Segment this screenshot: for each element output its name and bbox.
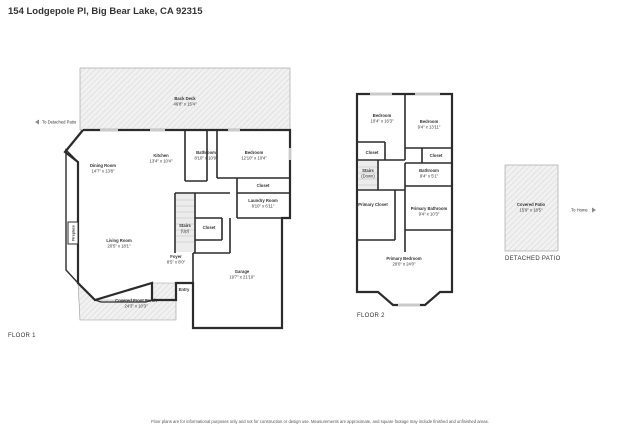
disclaimer-footer: Floor plans are for informational purpos… — [151, 419, 489, 424]
room-stairs-up: Stairs — [179, 223, 191, 228]
room-porch: Covered Front Porch — [115, 298, 157, 303]
floor-2-label: FLOOR 2 — [357, 313, 385, 319]
room-covered-patio: Covered Patio — [517, 202, 546, 207]
room-bedroom-3: Bedroom — [420, 119, 439, 124]
covered-patio-area — [504, 164, 559, 252]
floor-2-plan — [355, 92, 454, 307]
room-bathroom-1-dims: 8'10" x 10'9" — [195, 156, 218, 161]
property-address: 154 Lodgepole Pl, Big Bear Lake, CA 9231… — [8, 6, 203, 17]
fireplace-block — [67, 221, 79, 245]
room-stairs-up-sub: (Up) — [181, 229, 190, 234]
room-garage-dims: 19'7" x 21'10" — [229, 275, 255, 280]
room-laundry: Laundry Room — [248, 198, 278, 203]
room-entry: Entry — [179, 287, 190, 292]
room-stairs-down-sub: (Down) — [361, 174, 375, 179]
room-primary-bedroom: Primary Bedroom — [386, 256, 421, 261]
floor2-exterior-wall — [355, 92, 454, 307]
room-primary-closet: Primary Closet — [358, 202, 388, 207]
room-stairs-down: Stairs — [362, 168, 374, 173]
room-back-deck: Back Deck — [174, 96, 196, 101]
to-home-label: To Home — [571, 208, 588, 213]
detached-patio-label: DETACHED PATIO — [505, 256, 561, 262]
room-closet-2: Closet — [203, 225, 216, 230]
room-closet-1: Closet — [257, 183, 270, 188]
room-foyer-dims: 8'5" x 8'0" — [167, 260, 186, 265]
room-bedroom-1: Bedroom — [245, 150, 264, 155]
arrow-to-detached-patio: To Detached Patio — [35, 119, 77, 125]
room-bathroom-1: Bathroom — [196, 150, 216, 155]
room-fireplace: Fireplace — [72, 225, 76, 241]
room-bathroom-2: Bathroom — [419, 168, 439, 173]
bay-window-west — [65, 148, 79, 284]
room-closet-3: Closet — [366, 150, 379, 155]
room-garage: Garage — [235, 269, 250, 274]
room-living-dims: 20'5" x 18'1" — [108, 244, 131, 249]
room-porch-dims: 24'3" x 10'3" — [125, 304, 148, 309]
floor-1-label: FLOOR 1 — [8, 333, 36, 339]
room-primary-bedroom-dims: 20'0" x 24'0" — [393, 262, 416, 267]
floor-1-plan — [63, 67, 292, 330]
room-dining: Dining Room — [90, 163, 116, 168]
back-deck-area — [79, 67, 291, 131]
room-bedroom-2: Bedroom — [373, 113, 392, 118]
room-bedroom-3-dims: 9'4" x 13'11" — [418, 125, 441, 130]
room-bedroom-2-dims: 10'4" x 16'3" — [371, 119, 394, 124]
bay-window-south — [94, 299, 153, 303]
room-closet-4: Closet — [430, 153, 443, 158]
arrow-to-home: To Home — [571, 207, 596, 213]
arrow-right-icon — [592, 207, 596, 213]
room-dining-dims: 14'7" x 13'8" — [92, 169, 115, 174]
room-back-deck-dims: 46'8" x 15'4" — [174, 102, 197, 107]
to-detached-label: To Detached Patio — [42, 120, 77, 125]
stairs-up-treads — [176, 194, 194, 252]
room-primary-bath: Primary Bathroom — [411, 206, 448, 211]
room-bedroom-1-dims: 12'10" x 10'4" — [241, 156, 267, 161]
room-living: Living Room — [106, 238, 132, 243]
room-kitchen-dims: 13'4" x 10'4" — [150, 159, 173, 164]
room-bathroom-2-dims: 9'4" x 5'1" — [420, 174, 439, 179]
arrow-left-icon — [35, 119, 39, 125]
room-covered-patio-dims: 15'9" x 18'5" — [520, 208, 543, 213]
room-foyer: Foyer — [170, 254, 182, 259]
room-primary-bath-dims: 9'4" x 10'3" — [419, 212, 440, 217]
room-laundry-dims: 8'10" x 6'11" — [252, 204, 275, 209]
stairs-down-treads — [358, 161, 377, 189]
room-kitchen: Kitchen — [153, 153, 169, 158]
